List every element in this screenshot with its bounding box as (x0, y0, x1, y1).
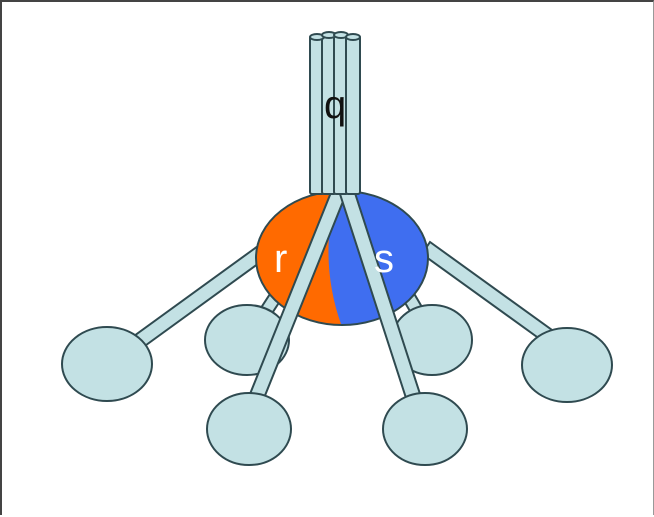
label-s: s (374, 237, 394, 281)
central-sphere (255, 190, 429, 326)
ligand-bulb-left-front (206, 392, 292, 466)
front-ligands (206, 188, 468, 466)
label-q: q (324, 83, 346, 127)
label-r: r (274, 237, 287, 281)
q-tube-cap-4 (345, 33, 361, 41)
q-tube-4 (345, 35, 361, 195)
ligand-bulb-right-front (382, 392, 468, 466)
q-bundle (309, 31, 361, 195)
ligand-bulb-far-right (521, 327, 613, 403)
ligand-bulb-far-left (61, 326, 153, 402)
